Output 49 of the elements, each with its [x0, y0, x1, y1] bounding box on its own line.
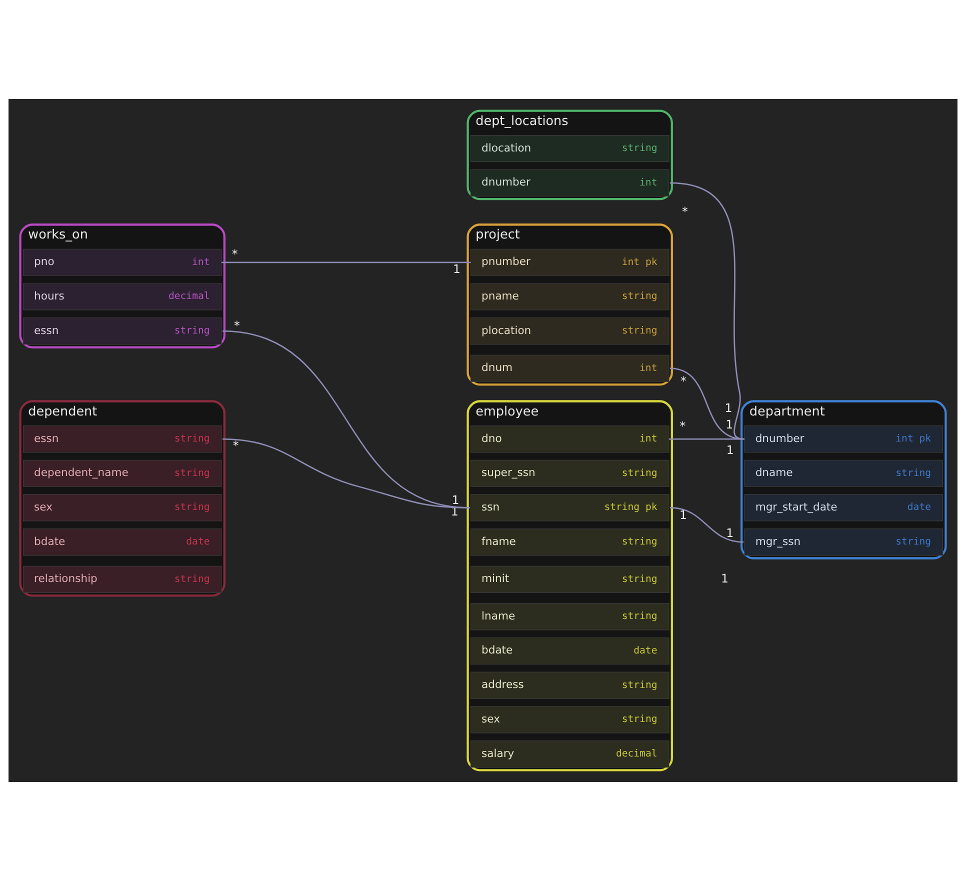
connector	[668, 438, 745, 440]
node-box: lname string	[470, 603, 670, 630]
node-box: essn string	[22, 425, 222, 453]
node-box: sex string	[22, 494, 222, 522]
label: *	[234, 318, 240, 332]
node-box: dnum int	[470, 354, 670, 382]
node-box: mgr_start_date date	[744, 494, 944, 522]
node-box: salary decimal	[470, 740, 670, 768]
node-box: pno int	[22, 248, 222, 276]
node-box: dno int	[470, 425, 670, 453]
label: *	[680, 374, 686, 388]
label: 1	[720, 571, 728, 586]
node-box: dname string	[744, 460, 944, 487]
node-box: mgr_ssn string	[744, 528, 944, 556]
node-box: pnumber int pk	[470, 248, 670, 276]
node-box: minit string	[470, 566, 670, 593]
connector	[221, 262, 471, 264]
node-box: sex string	[470, 706, 670, 734]
node-box: relationship string	[22, 566, 222, 593]
node-box: super_ssn string	[470, 460, 670, 487]
node-box: dnumber int	[470, 169, 670, 196]
node-box: pname string	[470, 283, 670, 310]
node-box: address string	[470, 672, 670, 699]
node-box: bdate date	[470, 637, 670, 665]
label: 1	[680, 508, 688, 522]
connector	[222, 438, 470, 508]
label: 1	[452, 492, 460, 507]
connector	[670, 368, 744, 440]
label: 1	[724, 401, 732, 416]
connector	[670, 507, 744, 543]
node-box: hours decimal	[22, 283, 222, 310]
label: 1	[726, 417, 734, 432]
connector	[670, 182, 744, 440]
node-box: ssn string pk	[470, 494, 670, 522]
label: *	[232, 247, 238, 262]
node-box: dlocation string	[470, 135, 670, 162]
node-box: plocation string	[470, 318, 670, 345]
node-box: dependent_name string	[22, 460, 222, 487]
node-box: essn string	[22, 318, 222, 345]
connector	[222, 330, 470, 508]
label: *	[680, 419, 686, 434]
label: 1	[452, 262, 460, 276]
label: *	[232, 438, 239, 452]
label: 1	[726, 443, 734, 458]
label: 1	[726, 526, 734, 540]
node-box: bdate date	[22, 528, 222, 556]
label: *	[682, 204, 688, 219]
node-box: dnumber int pk	[744, 425, 944, 453]
node-box: fname string	[470, 528, 670, 556]
